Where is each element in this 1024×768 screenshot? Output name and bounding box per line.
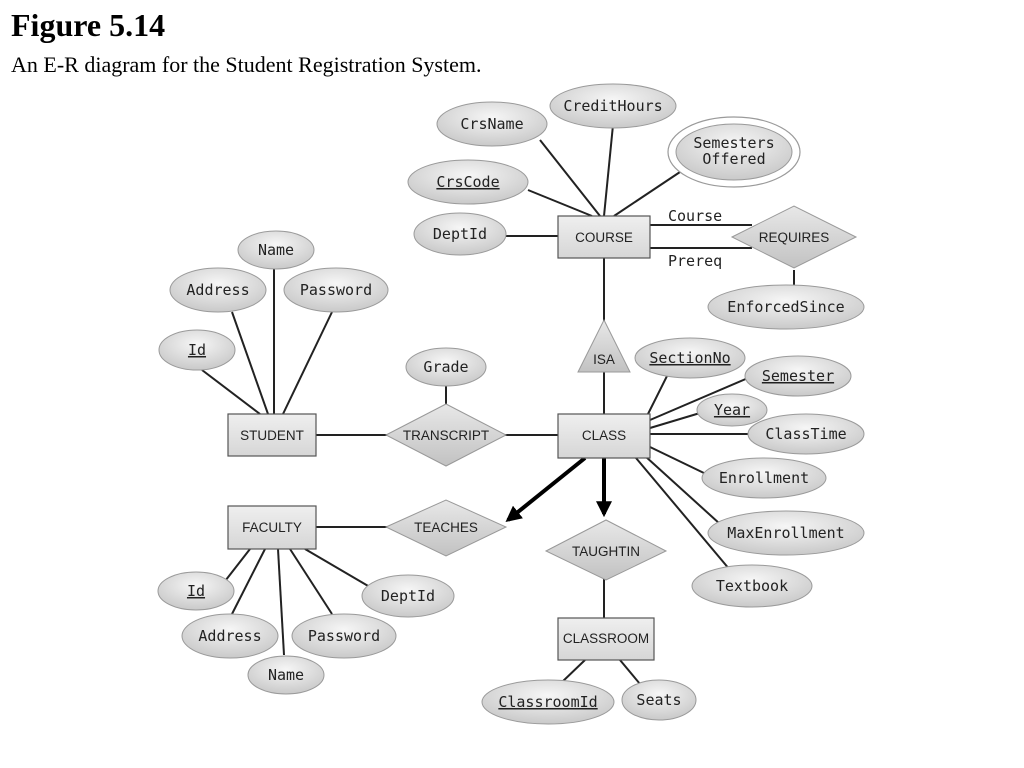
attr-faculty-name: Name xyxy=(247,655,325,695)
attr-faculty-deptid: DeptId xyxy=(361,574,455,618)
entity-class-label: CLASS xyxy=(582,428,626,443)
attr-faculty-password: Password xyxy=(291,613,397,659)
attr-course-deptid-label: DeptId xyxy=(433,225,487,243)
attr-crsname: CrsName xyxy=(436,101,548,147)
attr-textbook-label: Textbook xyxy=(716,577,788,595)
attr-enforcedsince: EnforcedSince xyxy=(707,284,865,330)
attr-student-address-label: Address xyxy=(186,281,249,299)
attr-semesters-offered-line2: Offered xyxy=(702,150,765,168)
relationship-transcript-label: TRANSCRIPT xyxy=(403,428,489,443)
attr-seats: Seats xyxy=(621,679,697,721)
figure-title: Figure 5.14 xyxy=(11,7,166,43)
attr-classtime-label: ClassTime xyxy=(765,425,846,443)
attr-semester-label: Semester xyxy=(762,367,834,385)
entity-course-label: COURSE xyxy=(575,230,633,245)
attr-faculty-address: Address xyxy=(181,613,279,659)
attr-semesters-offered-line1: Semesters xyxy=(693,134,774,152)
entity-faculty: FACULTY xyxy=(227,505,317,550)
entity-student-label: STUDENT xyxy=(240,428,304,443)
attr-enrollment: Enrollment xyxy=(701,457,827,499)
attr-faculty-id-label: Id xyxy=(187,582,205,600)
attr-faculty-password-label: Password xyxy=(308,627,380,645)
attr-year-label: Year xyxy=(714,401,750,419)
attr-classroomid-label: ClassroomId xyxy=(498,693,597,711)
entity-faculty-label: FACULTY xyxy=(242,520,302,535)
attr-faculty-deptid-label: DeptId xyxy=(381,587,435,605)
attr-classtime: ClassTime xyxy=(747,413,865,455)
isa-label: ISA xyxy=(593,352,615,367)
attr-student-name-label: Name xyxy=(258,241,294,259)
attr-faculty-name-label: Name xyxy=(268,666,304,684)
attr-faculty-id: Id xyxy=(157,571,235,611)
attr-grade: Grade xyxy=(405,347,487,387)
relationship-transcript: TRANSCRIPT xyxy=(384,403,508,467)
attr-crscode: CrsCode xyxy=(407,159,529,205)
entity-classroom-label: CLASSROOM xyxy=(563,631,649,646)
attr-credithours-label: CreditHours xyxy=(563,97,662,115)
attr-textbook: Textbook xyxy=(691,564,813,608)
attr-sectionno-label: SectionNo xyxy=(649,349,730,367)
connector-lines xyxy=(201,124,795,685)
role-prereq-label: Prereq xyxy=(668,252,722,270)
relationship-requires-label: REQUIRES xyxy=(759,230,830,245)
relationship-requires: REQUIRES xyxy=(730,205,858,269)
attr-faculty-address-label: Address xyxy=(198,627,261,645)
attr-semester: Semester xyxy=(744,355,852,397)
isa-triangle: ISA xyxy=(577,318,631,373)
role-course-label: Course xyxy=(668,207,722,225)
attr-crscode-label: CrsCode xyxy=(436,173,499,191)
entity-course: COURSE xyxy=(557,215,651,259)
relationship-teaches: TEACHES xyxy=(384,499,508,557)
attr-student-password: Password xyxy=(283,267,389,313)
attr-credithours: CreditHours xyxy=(549,83,677,129)
entity-class: CLASS xyxy=(557,413,651,459)
attr-classroomid: ClassroomId xyxy=(481,679,615,725)
relationship-taughtin-label: TAUGHTIN xyxy=(572,544,640,559)
attr-enrollment-label: Enrollment xyxy=(719,469,809,487)
attr-maxenrollment: MaxEnrollment xyxy=(707,510,865,556)
attr-student-name: Name xyxy=(237,230,315,270)
attr-crsname-label: CrsName xyxy=(460,115,523,133)
attr-grade-label: Grade xyxy=(423,358,468,376)
attr-course-deptid: DeptId xyxy=(413,212,507,256)
figure-caption: An E-R diagram for the Student Registrat… xyxy=(11,52,482,77)
attr-maxenrollment-label: MaxEnrollment xyxy=(727,524,844,542)
attr-student-id: Id xyxy=(158,329,236,371)
attr-student-id-label: Id xyxy=(188,341,206,359)
attr-year: Year xyxy=(696,393,768,427)
attr-semesters-offered: Semesters Offered xyxy=(667,116,801,188)
attr-student-password-label: Password xyxy=(300,281,372,299)
entity-classroom: CLASSROOM xyxy=(557,617,655,661)
attr-student-address: Address xyxy=(169,267,267,313)
attr-sectionno: SectionNo xyxy=(634,337,746,379)
relationship-taughtin: TAUGHTIN xyxy=(544,519,668,581)
attr-enforcedsince-label: EnforcedSince xyxy=(727,298,844,316)
entity-student: STUDENT xyxy=(227,413,317,457)
relationship-teaches-label: TEACHES xyxy=(414,520,478,535)
attr-seats-label: Seats xyxy=(636,691,681,709)
